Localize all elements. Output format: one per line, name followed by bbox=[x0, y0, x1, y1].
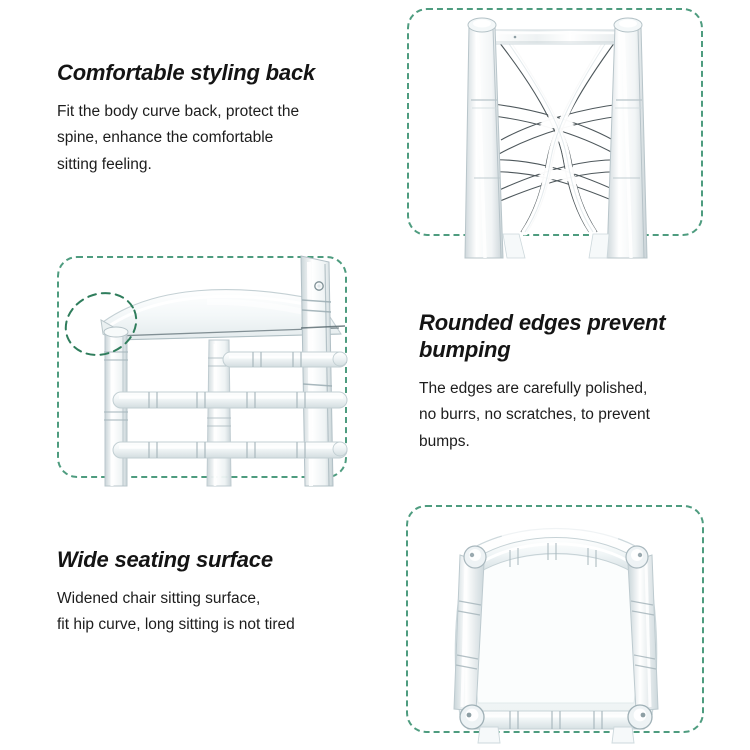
photo-chair-seat-corner bbox=[57, 255, 348, 487]
feature-description-wide-seating-surface: Widened chair sitting surface, fit hip c… bbox=[57, 589, 295, 634]
feature-title-wide-seating-surface: Wide seating surface bbox=[57, 547, 273, 572]
feature-block-rounded-edges-prevent-bumping: Rounded edges prevent bumping The edges … bbox=[419, 310, 719, 456]
feature-block-wide-seating-surface: Wide seating surface Widened chair sitti… bbox=[57, 547, 387, 639]
feature-block-comfortable-styling-back: Comfortable styling back Fit the body cu… bbox=[57, 60, 367, 179]
photo-chair-backrest bbox=[407, 8, 703, 259]
rounded-corner-highlight-ellipse bbox=[64, 292, 138, 356]
feature-description-rounded-edges-prevent-bumping: The edges are carefully polished, no bur… bbox=[419, 379, 650, 450]
feature-title-comfortable-styling-back: Comfortable styling back bbox=[57, 60, 316, 85]
feature-title-rounded-edges-prevent-bumping: Rounded edges prevent bumping bbox=[419, 310, 666, 362]
feature-description-comfortable-styling-back: Fit the body curve back, protect the spi… bbox=[57, 102, 300, 174]
photo-chair-seat-top bbox=[406, 505, 704, 744]
